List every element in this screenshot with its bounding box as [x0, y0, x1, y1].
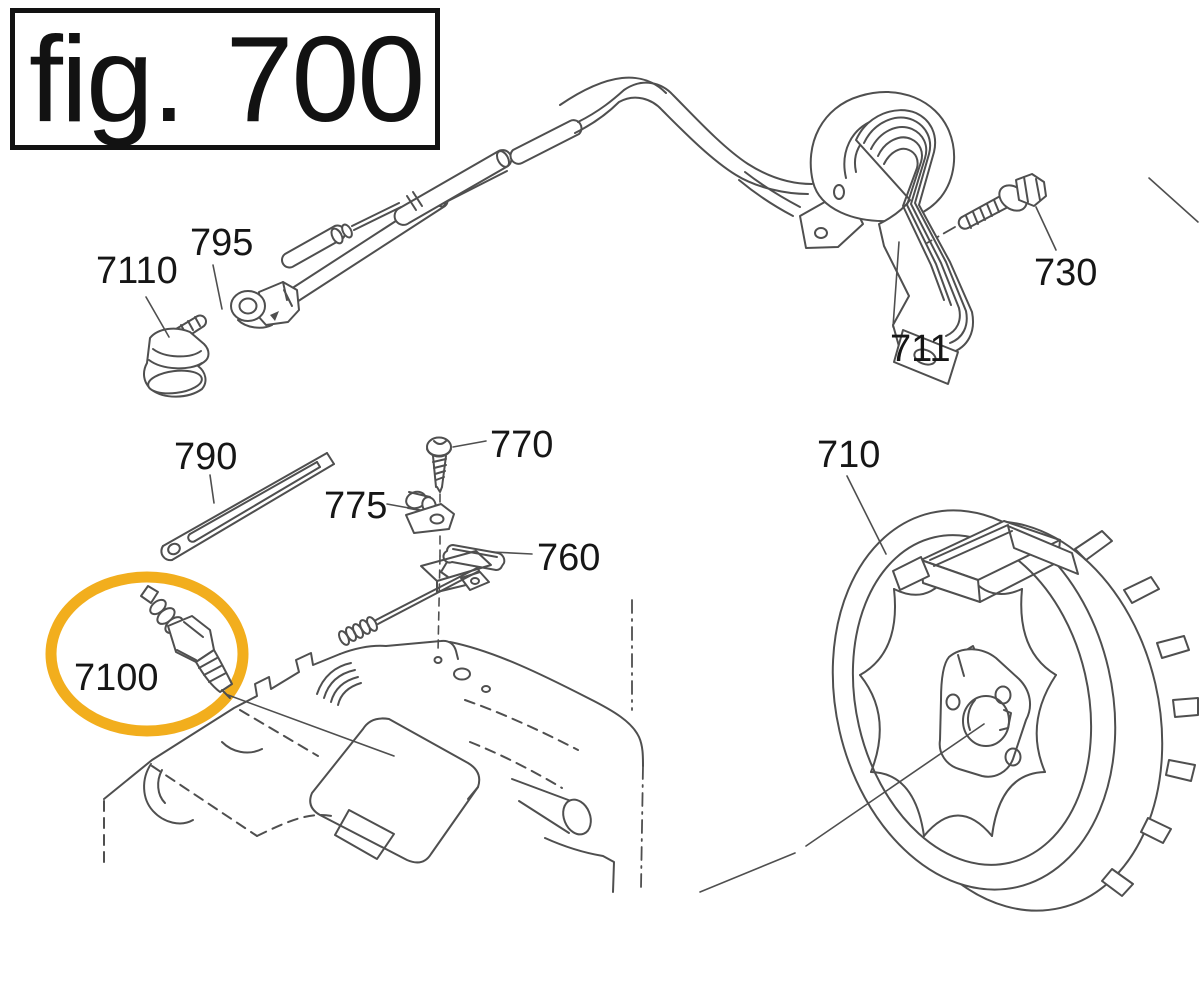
figure-number: fig. 700: [29, 11, 425, 147]
spark-plug-drawing: [140, 585, 233, 699]
throttle-cable-assembly-drawing: [273, 76, 813, 312]
flange-bolt-drawing: [926, 173, 1047, 244]
part-label-760[interactable]: 760: [537, 537, 601, 579]
flywheel-drawing: [831, 509, 1199, 912]
part-label-7110[interactable]: 7110: [96, 250, 178, 292]
engine-block-drawing: [103, 599, 644, 893]
governor-strap-drawing: [160, 452, 335, 562]
part-label-7100[interactable]: 7100: [74, 657, 159, 699]
part-label-710[interactable]: 710: [817, 434, 881, 476]
part-label-770[interactable]: 770: [490, 424, 554, 466]
part-label-795[interactable]: 795: [190, 222, 254, 264]
leader-lines: [145, 177, 1199, 893]
highlight-ring: [45, 571, 249, 737]
figure-number-box: fig. 700: [10, 8, 440, 150]
part-label-790[interactable]: 790: [174, 436, 238, 478]
spark-plug-cap-drawing: [143, 314, 210, 398]
part-label-711[interactable]: 711: [890, 328, 951, 370]
part-label-730[interactable]: 730: [1034, 252, 1098, 294]
ignition-coil-drawing: [799, 91, 974, 385]
stop-switch-assembly-drawing: [338, 436, 506, 653]
cable-clevis-drawing: [230, 281, 300, 329]
part-label-775[interactable]: 775: [324, 485, 388, 527]
